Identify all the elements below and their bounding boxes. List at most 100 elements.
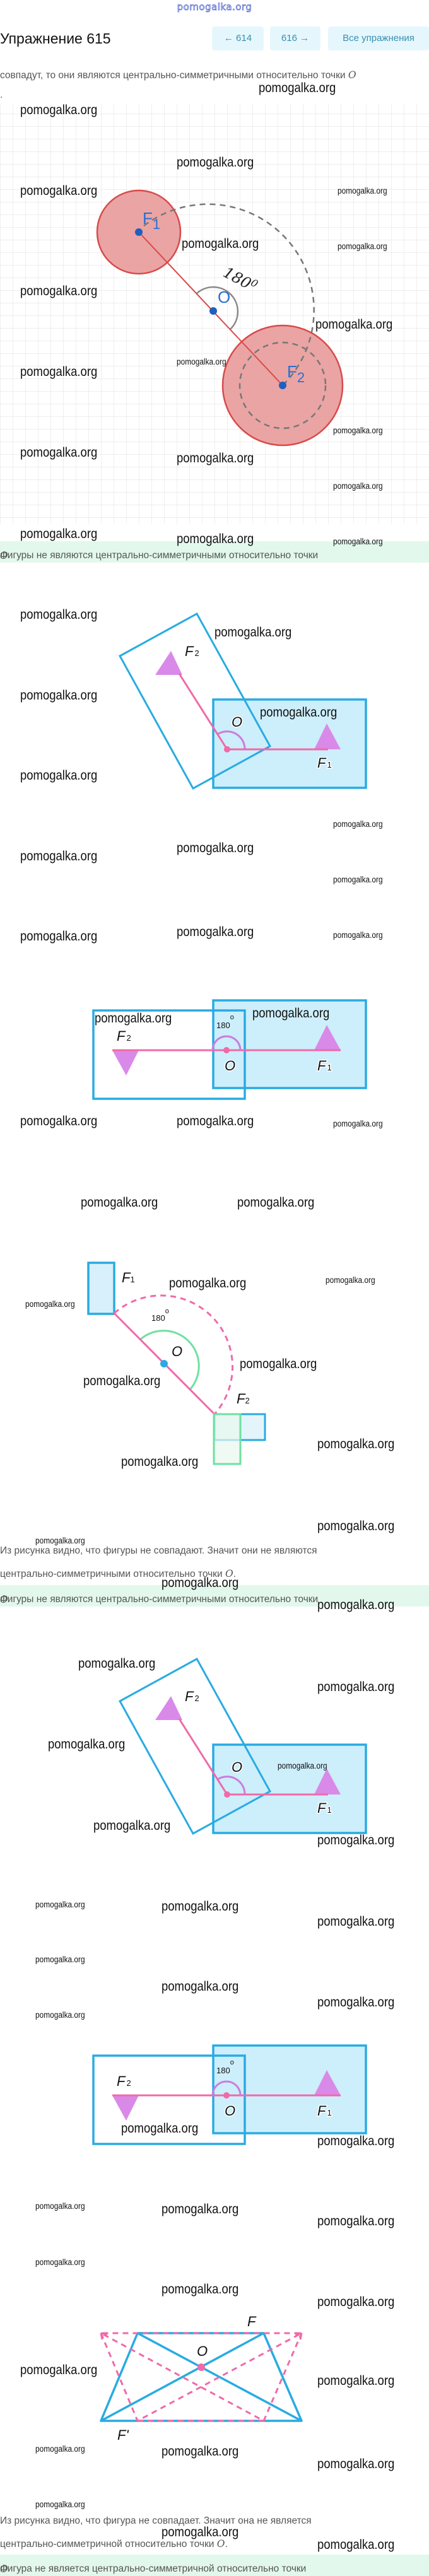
watermark: pomogalka.org bbox=[35, 2444, 85, 2454]
point-o: O bbox=[0, 1594, 8, 1605]
explanation-line: центрально-симметричными относительно то… bbox=[0, 1568, 236, 1580]
point-o bbox=[197, 2363, 205, 2371]
point-o: O bbox=[0, 550, 8, 561]
watermark: pomogalka.org bbox=[252, 1006, 330, 1021]
triangle-f2 bbox=[155, 1696, 182, 1720]
intro-trail: . bbox=[0, 90, 3, 100]
answer-end: . bbox=[0, 2563, 3, 2574]
next-exercise-button[interactable]: 616 → bbox=[270, 26, 320, 50]
rect-f2 bbox=[118, 1657, 272, 1835]
angle-arc bbox=[196, 286, 239, 330]
point-o: O bbox=[348, 69, 356, 81]
watermark: pomogalka.org bbox=[20, 2363, 98, 2377]
watermark: pomogalka.org bbox=[162, 2282, 239, 2297]
watermark: pomogalka.org bbox=[169, 1276, 247, 1291]
watermark: pomogalka.org bbox=[317, 2457, 395, 2471]
watermark: pomogalka.org bbox=[162, 1979, 239, 1994]
explanation-end: . bbox=[225, 2539, 228, 2550]
all-exercises-button[interactable]: Все упражнения bbox=[328, 26, 429, 50]
rect-f2 bbox=[118, 612, 272, 790]
watermark: pomogalka.org bbox=[162, 2202, 239, 2216]
angle-label: 180o bbox=[216, 1014, 234, 1030]
watermark: pomogalka.org bbox=[326, 1275, 375, 1285]
watermark: pomogalka.org bbox=[20, 527, 98, 541]
watermark: pomogalka.org bbox=[93, 1818, 171, 1833]
triangle-f1 bbox=[314, 1025, 341, 1050]
watermark: pomogalka.org bbox=[333, 481, 383, 491]
answer-box: Фигуры не являются центрально-симметричн… bbox=[0, 541, 429, 563]
watermark: pomogalka.org bbox=[48, 1737, 126, 1752]
explanation-line: центрально-симметричной относительно точ… bbox=[0, 2538, 228, 2550]
answer-text: Фигуры не являются центрально-симметричн… bbox=[0, 550, 319, 561]
figure-small-rectangles: 180o O F1 F2 bbox=[87, 1262, 266, 1465]
rect-f1 bbox=[87, 1262, 115, 1315]
watermark: pomogalka.org bbox=[20, 929, 98, 944]
point-o bbox=[224, 1791, 230, 1798]
explanation-line: Из рисунка видно, что фигура не совпадае… bbox=[0, 2515, 312, 2526]
prev-exercise-button[interactable]: ← 614 bbox=[212, 26, 264, 50]
watermark: pomogalka.org bbox=[333, 875, 383, 884]
watermark: pomogalka.org bbox=[83, 1374, 161, 1388]
dashed-circle-image bbox=[238, 341, 327, 430]
label-o: O bbox=[197, 2343, 208, 2359]
watermark: pomogalka.org bbox=[35, 1536, 85, 1545]
label-f1: F1 bbox=[143, 209, 160, 232]
watermark: pomogalka.org bbox=[162, 2525, 239, 2539]
watermark: pomogalka.org bbox=[317, 1680, 395, 1694]
rect-f1-image bbox=[213, 1413, 242, 1465]
watermark: pomogalka.org bbox=[20, 849, 98, 864]
watermark: pomogalka.org bbox=[317, 1519, 395, 1533]
watermark: pomogalka.org bbox=[317, 1833, 395, 1847]
point-o: O bbox=[0, 2563, 8, 2575]
point-o bbox=[223, 1047, 230, 1053]
watermark: pomogalka.org bbox=[333, 930, 383, 940]
answer-end: . bbox=[0, 550, 3, 561]
triangle-f1 bbox=[314, 2070, 341, 2095]
point-o bbox=[224, 746, 230, 752]
watermark: pomogalka.org bbox=[35, 2201, 85, 2211]
watermark: pomogalka.org bbox=[333, 819, 383, 829]
watermark: pomogalka.org bbox=[317, 1914, 395, 1929]
triangle-f2 bbox=[155, 651, 182, 675]
figure-triangles: O F F' bbox=[100, 2313, 303, 2444]
segment-o-f2 bbox=[178, 673, 228, 750]
watermark: pomogalka.org bbox=[333, 537, 383, 546]
figure-circles: F1 O F2 1800 bbox=[0, 104, 429, 524]
watermark: pomogalka.org bbox=[20, 445, 98, 460]
point-o: O bbox=[225, 1568, 233, 1579]
watermark: pomogalka.org bbox=[20, 607, 98, 622]
triangle-f2 bbox=[112, 2095, 139, 2121]
watermark: pomogalka.org bbox=[20, 1114, 98, 1128]
watermark: pomogalka.org bbox=[317, 1995, 395, 2010]
explanation-text: центрально-симметричными относительно то… bbox=[0, 1569, 223, 1579]
angle-arc bbox=[211, 2080, 242, 2096]
rotation-arc bbox=[114, 1294, 233, 1415]
arrow-icon bbox=[100, 2332, 303, 2340]
label-o: O bbox=[172, 1344, 182, 1359]
watermark: pomogalka.org bbox=[177, 1114, 254, 1128]
angle-arc bbox=[211, 1035, 242, 1051]
angle-label: 180o bbox=[151, 1308, 169, 1323]
site-logo[interactable]: pomogalka.org bbox=[177, 1, 252, 13]
segment-o-f2 bbox=[178, 1718, 228, 1795]
label-f-prime: F' bbox=[117, 2427, 129, 2443]
watermark: pomogalka.org bbox=[162, 1576, 239, 1590]
watermark: pomogalka.org bbox=[177, 451, 254, 465]
watermark: pomogalka.org bbox=[317, 2374, 395, 2388]
answer-box: Фигура не является центрально-симметричн… bbox=[0, 2555, 429, 2576]
rect-f1 bbox=[212, 698, 367, 789]
watermark: pomogalka.org bbox=[278, 1761, 327, 1771]
intro-text: совпадут, то они являются центрально-сим… bbox=[0, 69, 356, 81]
watermark: pomogalka.org bbox=[95, 1011, 172, 1026]
label-f2: F2 bbox=[287, 362, 305, 385]
rect-f2 bbox=[92, 1009, 246, 1100]
watermark: pomogalka.org bbox=[35, 2010, 85, 2020]
watermark: pomogalka.org bbox=[177, 357, 226, 366]
